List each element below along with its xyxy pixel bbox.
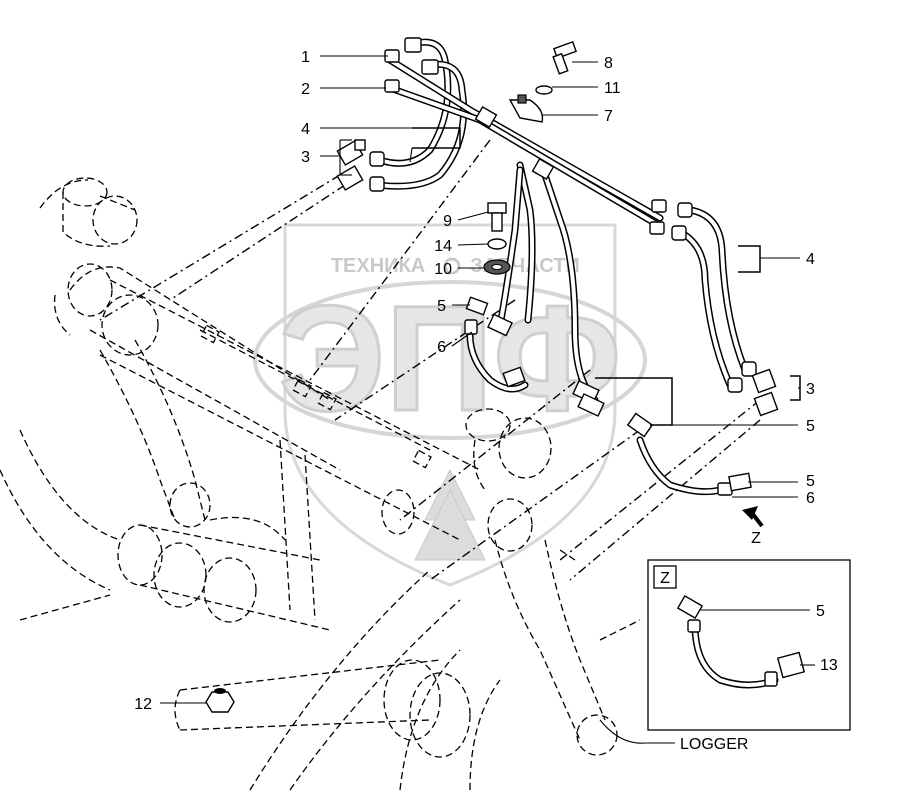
hose-nut — [421, 59, 439, 75]
elbow-fitting-3-lower — [336, 165, 385, 192]
hose-assembly — [374, 38, 779, 689]
callout-3-left: 3 — [301, 149, 310, 166]
callout-9: 9 — [443, 213, 452, 230]
callout-8: 8 — [604, 55, 613, 72]
nut-12 — [205, 691, 235, 713]
callout-4-left: 4 — [301, 121, 310, 138]
callout-13: 13 — [820, 657, 838, 674]
leader-lines — [160, 55, 815, 744]
elbow-3-right-b — [753, 391, 779, 417]
view-z-arrow-label: Z — [751, 530, 761, 547]
callout-2: 2 — [301, 81, 310, 98]
bolt-9 — [487, 202, 507, 232]
washer-14 — [487, 238, 507, 250]
tee-13 — [776, 651, 806, 679]
callout-4-right: 4 — [806, 251, 815, 268]
clamp-7 — [508, 99, 544, 123]
watermark-left-text: ТЕХНИКА — [331, 255, 425, 277]
connector-5-right — [728, 472, 752, 492]
gear-icon — [443, 257, 461, 275]
view-z-tag — [653, 565, 677, 589]
callout-12: 12 — [134, 696, 152, 713]
callout-10: 10 — [434, 261, 452, 278]
callout-1: 1 — [301, 49, 310, 66]
callouts: 1 2 4 3 8 11 7 9 14 10 5 6 4 3 5 5 6 5 1… — [134, 49, 838, 753]
elbow-fitting-3-upper — [336, 139, 385, 167]
clamp-block — [474, 105, 498, 129]
fittings — [205, 37, 806, 713]
elbow-3-right-a — [751, 368, 777, 394]
brackets — [409, 127, 801, 426]
callout-5-b: 5 — [806, 418, 815, 435]
callout-6-right: 6 — [806, 490, 815, 507]
callout-7: 7 — [604, 108, 613, 125]
loader-frame — [0, 177, 641, 791]
view-z-frame — [647, 559, 851, 731]
view-z-box-label: Z — [660, 570, 670, 587]
callout-6-left: 6 — [437, 339, 446, 356]
bolt-8 — [552, 40, 578, 75]
arrow-icon — [742, 506, 758, 520]
tube-nut — [384, 79, 400, 93]
clamp-center — [487, 313, 513, 337]
view-z-inset: Z — [647, 559, 851, 731]
washer-11 — [535, 85, 553, 95]
callout-11: 11 — [604, 80, 621, 97]
nut-3-right-b — [727, 377, 743, 393]
nut-6-left — [464, 319, 478, 335]
logger-label: LOGGER — [680, 736, 748, 753]
watermark-logo-text: ЭПФ — [279, 274, 622, 442]
elbow-5-z — [676, 594, 704, 620]
connector-5-left — [465, 296, 489, 316]
hose-nut — [404, 37, 422, 53]
callout-5-z: 5 — [816, 603, 825, 620]
nut-3-right-a — [741, 361, 757, 377]
callout-5-c: 5 — [806, 473, 815, 490]
callout-5-a: 5 — [437, 298, 446, 315]
callout-3-right: 3 — [806, 381, 815, 398]
clamp-block — [531, 157, 555, 181]
view-z-arrow: Z — [742, 506, 764, 547]
tree-emblem-icon — [414, 468, 486, 561]
callout-14: 14 — [434, 238, 452, 255]
elbow-5-right — [626, 412, 654, 438]
